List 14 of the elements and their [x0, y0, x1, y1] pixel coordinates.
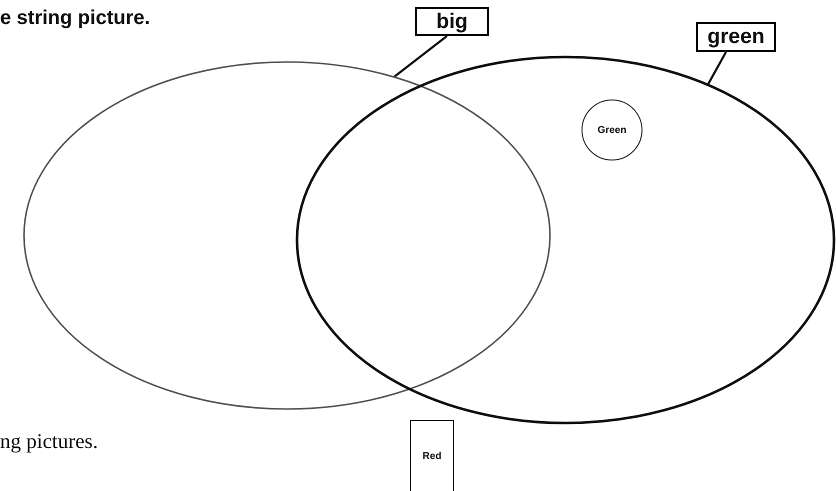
label-text: Green: [598, 124, 626, 136]
leader-line: [706, 51, 727, 86]
label-text: green: [707, 25, 765, 49]
label-text: Red: [422, 451, 442, 462]
leader-line: [393, 35, 448, 78]
set-label: [415, 7, 489, 36]
label-text: big: [436, 10, 468, 34]
set-label: [696, 22, 776, 52]
item-card: [410, 420, 454, 491]
set-ellipse: [24, 62, 550, 409]
heading-text: e string picture.: [0, 7, 150, 30]
item-circle: [582, 100, 642, 160]
set-ellipse: [297, 57, 834, 423]
body-text: ng pictures.: [0, 429, 98, 454]
